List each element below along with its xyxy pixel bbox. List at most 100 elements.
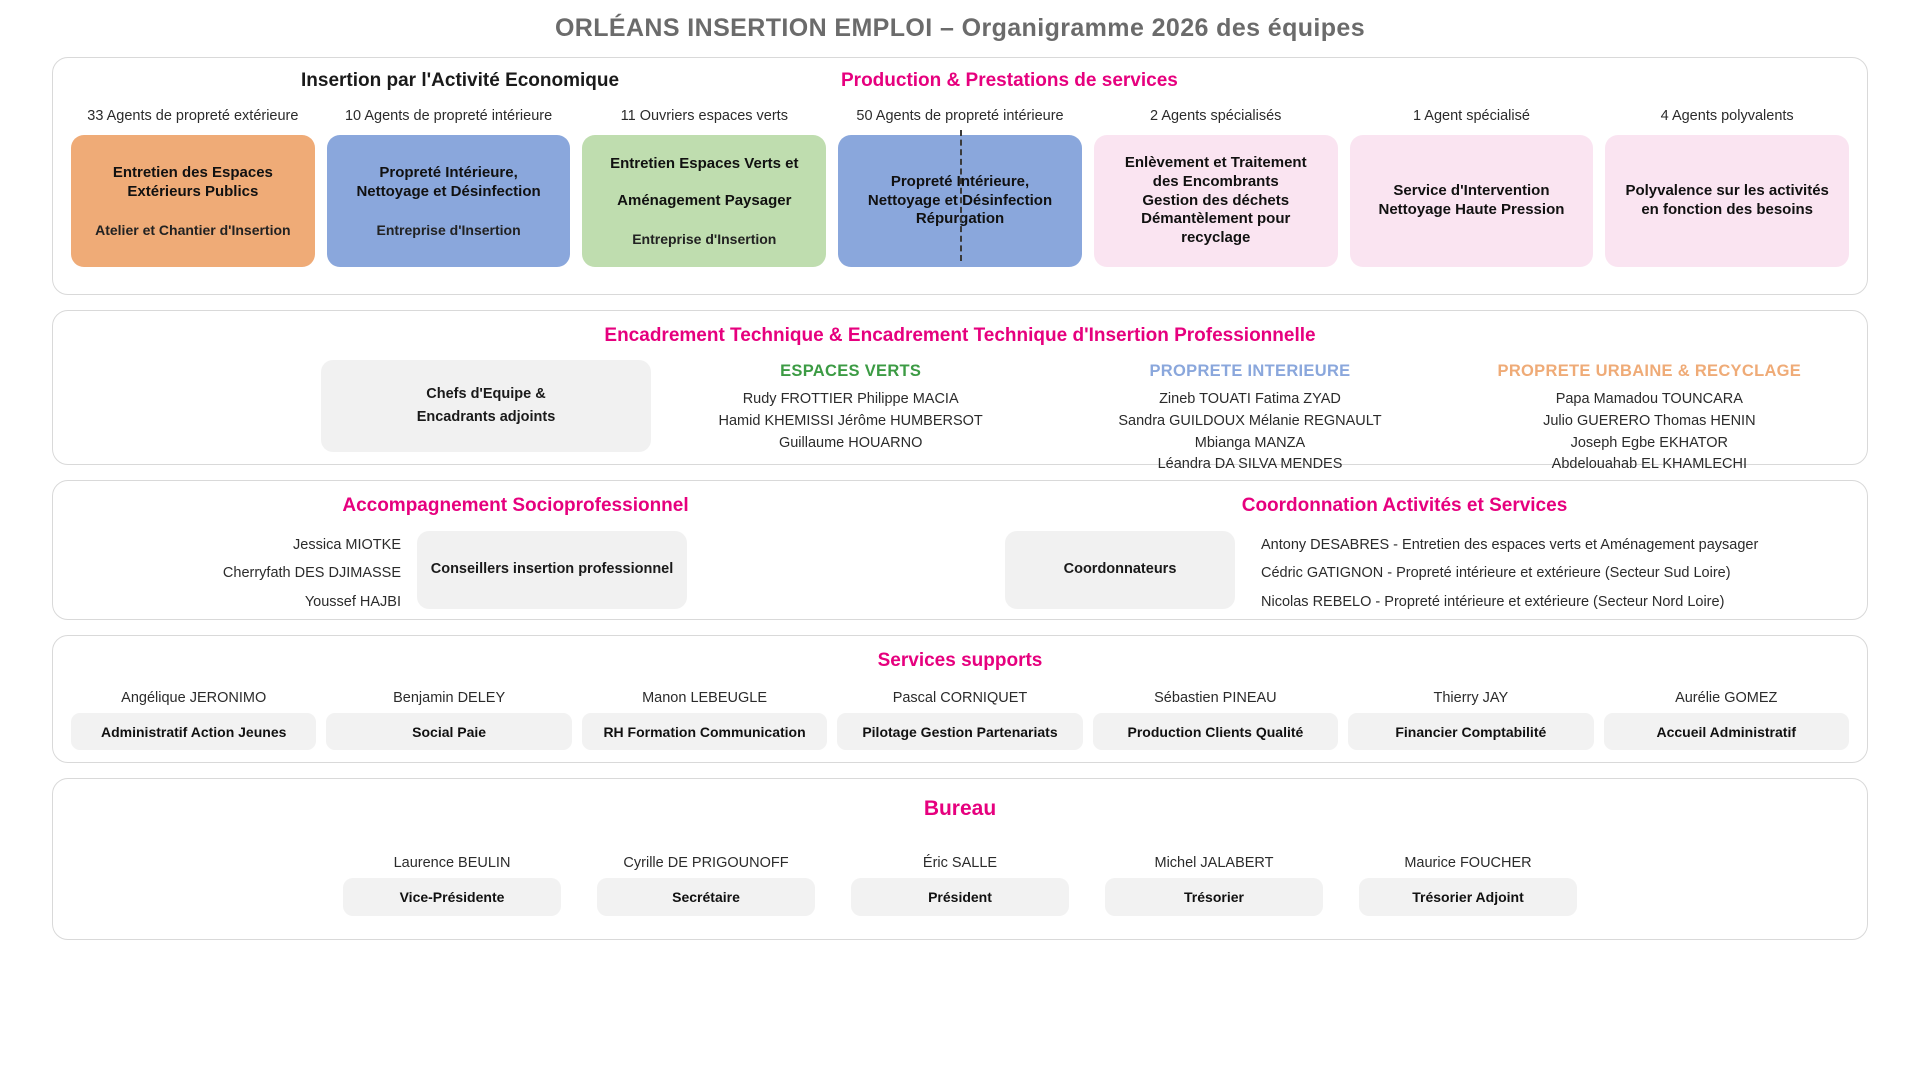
support-person: Sébastien PINEAU Production Clients Qual…: [1092, 690, 1339, 750]
activity-card[interactable]: Propreté Intérieure, Nettoyage et Désinf…: [326, 135, 571, 267]
activity-count: 10 Agents de propreté intérieure: [344, 108, 553, 124]
section-bureau-title: Bureau: [923, 797, 997, 820]
support-person: Manon LEBEUGLE RH Formation Communicatio…: [581, 690, 828, 750]
role-box[interactable]: Accueil Administratif: [1603, 713, 1849, 750]
activity-count: 33 Agents de propreté extérieure: [87, 108, 299, 124]
person-name: Éric SALLE: [922, 855, 998, 871]
group-member-row: Abdelouahab EL KHAMLECHI: [1551, 456, 1747, 473]
coordonnateurs-names: Antony DESABRES - Entretien des espaces …: [1235, 531, 1758, 616]
activity-card-subtitle: Atelier et Chantier d'Insertion: [95, 221, 291, 238]
accompagnement-body: Jessica MIOTKE Cherryfath DES DJIMASSE Y…: [71, 531, 1849, 616]
coordonnateurs-box[interactable]: Coordonnateurs: [1005, 531, 1235, 609]
section-accompagnement-titles: Accompagnement Socioprofessionnel Coordo…: [71, 495, 1849, 517]
role-box[interactable]: Président: [851, 878, 1069, 916]
role-box[interactable]: RH Formation Communication: [581, 713, 828, 750]
person-name: Benjamin DELEY: [393, 690, 506, 706]
heading-insertion-activite-economique: Insertion par l'Activité Economique: [301, 70, 620, 91]
activity-column: 11 Ouvriers espaces verts Entretien Espa…: [582, 108, 827, 267]
person-name: Maurice FOUCHER: [1404, 855, 1532, 871]
section-accompagnement-coordonnation: Accompagnement Socioprofessionnel Coordo…: [52, 480, 1868, 620]
heading-production-prestations: Production & Prestations de services: [841, 70, 1178, 91]
accompagnement-left: Jessica MIOTKE Cherryfath DES DJIMASSE Y…: [71, 531, 960, 616]
group-member-row: Joseph Egbe EKHATOR: [1570, 434, 1729, 451]
support-person: Aurélie GOMEZ Accueil Administratif: [1603, 690, 1849, 750]
activity-card-line: Propreté Intérieure,: [379, 164, 518, 182]
group-member-row: Julio GUERERO Thomas HENIN: [1543, 412, 1756, 429]
section-encadrement-technique: Encadrement Technique & Encadrement Tech…: [52, 310, 1868, 472]
activity-card[interactable]: Entretien Espaces Verts et Aménagement P…: [582, 135, 827, 267]
activity-card-line: recyclage: [1181, 229, 1251, 247]
group-title: PROPRETE INTERIEURE: [1149, 362, 1351, 380]
person-name: Nicolas REBELO - Propreté intérieure et …: [1261, 593, 1725, 610]
support-person: Thierry JAY Financier Comptabilité: [1348, 690, 1594, 750]
role-box[interactable]: Trésorier: [1105, 878, 1323, 916]
activity-card-line: Entretien des Espaces: [112, 164, 273, 182]
person-name: Youssef HAJBI: [304, 593, 401, 610]
person-name: Jessica MIOTKE: [293, 537, 401, 553]
activity-card-line: Nettoyage Haute Pression: [1378, 201, 1565, 218]
activity-card[interactable]: Entretien des Espaces Extérieurs Publics…: [71, 135, 315, 267]
section-activites-headings: Insertion par l'Activité Economique Prod…: [71, 70, 1849, 104]
role-box[interactable]: Secrétaire: [597, 878, 815, 916]
role-box[interactable]: Administratif Action Jeunes: [71, 713, 317, 750]
person-name: Cédric GATIGNON - Propreté intérieure et…: [1261, 565, 1731, 582]
activity-column: 33 Agents de propreté extérieure Entreti…: [71, 108, 315, 267]
encadrement-group-proprete-interieure: PROPRETE INTERIEURE Zineb TOUATI Fatima …: [1050, 360, 1449, 476]
activity-count: 11 Ouvriers espaces verts: [620, 108, 788, 124]
group-member-row: Sandra GUILDOUX Mélanie REGNAULT: [1118, 412, 1382, 429]
person-name: Thierry JAY: [1433, 690, 1509, 706]
group-member-row: Mbianga MANZA: [1194, 434, 1306, 451]
activity-column: 10 Agents de propreté intérieure Propret…: [326, 108, 571, 267]
accompagnement-right: Coordonnateurs Antony DESABRES - Entreti…: [960, 531, 1849, 616]
activity-card-line: en fonction des besoins: [1641, 201, 1814, 218]
person-name: Cyrille DE PRIGOUNOFF: [623, 855, 789, 871]
activity-card-line: Entretien Espaces Verts et: [610, 155, 799, 173]
bureau-row: Laurence BEULIN Vice-Présidente Cyrille …: [71, 855, 1849, 916]
group-member-row: Guillaume HOUARNO: [778, 434, 923, 451]
activity-card-line: Nettoyage et Désinfection: [356, 183, 541, 200]
encadrement-group-espaces-verts: ESPACES VERTS Rudy FROTTIER Philippe MAC…: [651, 360, 1050, 454]
activity-card-line: Gestion des déchets: [1142, 191, 1290, 209]
person-name: Angélique JERONIMO: [121, 690, 267, 706]
encadrement-group-proprete-urbaine: PROPRETE URBAINE & RECYCLAGE Papa Mamado…: [1450, 360, 1849, 476]
conseillers-insertion-box[interactable]: Conseillers insertion professionnel: [417, 531, 687, 609]
person-name: Laurence BEULIN: [393, 855, 511, 871]
person-name: Cherryfath DES DJIMASSE: [222, 565, 401, 582]
role-box[interactable]: Social Paie: [326, 713, 572, 750]
group-member-row: Papa Mamadou TOUNCARA: [1555, 391, 1743, 407]
group-member-row: Léandra DA SILVA MENDES: [1157, 456, 1343, 473]
activity-card-line: Démantèlement pour: [1141, 210, 1291, 228]
activity-card[interactable]: Enlèvement et Traitement des Encombrants…: [1093, 135, 1338, 267]
activity-card[interactable]: Polyvalence sur les activités en fonctio…: [1605, 135, 1850, 267]
activity-card-line: des Encombrants: [1152, 172, 1279, 190]
role-box[interactable]: Trésorier Adjoint: [1359, 878, 1577, 916]
activity-card-line: Aménagement Paysager: [617, 192, 792, 209]
title-coordonnation-activites: Coordonnation Activités et Services: [1241, 495, 1568, 516]
role-box[interactable]: Financier Comptabilité: [1348, 713, 1594, 750]
bureau-person: Éric SALLE Président: [851, 855, 1069, 916]
section-encadrement-title: Encadrement Technique & Encadrement Tech…: [604, 325, 1316, 346]
role-box[interactable]: Pilotage Gestion Partenariats: [837, 713, 1083, 750]
activity-column: 2 Agents spécialisés Enlèvement et Trait…: [1093, 108, 1338, 267]
dashed-divider: [960, 130, 962, 261]
page-title: ORLÉANS INSERTION EMPLOI – Organigramme …: [554, 14, 1366, 42]
activity-card-line: Service d'Intervention: [1393, 182, 1550, 200]
supports-row: Angélique JERONIMO Administratif Action …: [71, 690, 1849, 750]
bureau-person: Cyrille DE PRIGOUNOFF Secrétaire: [597, 855, 815, 916]
role-box[interactable]: Production Clients Qualité: [1092, 713, 1339, 750]
support-person: Angélique JERONIMO Administratif Action …: [71, 690, 317, 750]
activity-card[interactable]: Service d'Intervention Nettoyage Haute P…: [1349, 135, 1594, 267]
activity-card-line: Enlèvement et Traitement: [1124, 153, 1307, 171]
section-services-supports-title: Services supports: [877, 650, 1043, 671]
group-title: ESPACES VERTS: [780, 362, 922, 380]
section-services-supports: Services supports Angélique JERONIMO Adm…: [52, 635, 1868, 763]
role-box[interactable]: Vice-Présidente: [343, 878, 561, 916]
activity-column: 4 Agents polyvalents Polyvalence sur les…: [1605, 108, 1850, 267]
person-name: Manon LEBEUGLE: [642, 690, 768, 706]
chefs-equipe-box[interactable]: Chefs d'Equipe & Encadrants adjoints: [321, 360, 651, 452]
group-member-row: Hamid KHEMISSI Jérôme HUMBERSOT: [718, 412, 983, 429]
conseillers-names: Jessica MIOTKE Cherryfath DES DJIMASSE Y…: [71, 531, 417, 616]
activity-column: 1 Agent spécialisé Service d'Interventio…: [1349, 108, 1594, 267]
person-name: Pascal CORNIQUET: [892, 690, 1028, 706]
bureau-person: Michel JALABERT Trésorier: [1105, 855, 1323, 916]
